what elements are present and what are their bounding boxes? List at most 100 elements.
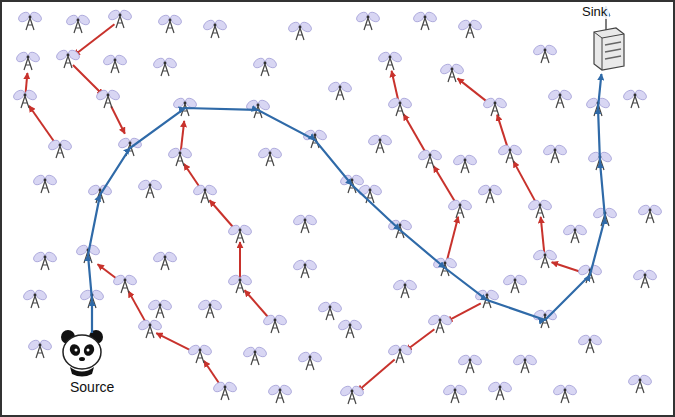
sensor-node [287,20,313,40]
panda-pupil [75,349,78,352]
sensor-tip [239,229,242,232]
sensor-mast [311,136,319,148]
sensor-node [637,203,663,223]
sink-node: Sink [578,4,632,74]
sensor-node [627,373,653,393]
sensor-mast [601,214,609,226]
sensor-mast [631,96,639,108]
sensor-node [474,288,500,308]
decoy-arrow [245,290,271,319]
sensor-node [339,384,365,404]
sensor-node [242,345,268,365]
sensor-mast [56,146,64,158]
sensor-mast [146,186,154,198]
sensor-tip [264,62,267,65]
sensor-tip [444,262,447,265]
sensor-node [357,183,383,203]
sensor-tip [24,94,27,97]
sensor-mast [236,231,244,243]
sensor-mast [491,104,499,116]
sensor-node [12,88,38,108]
decoy-arrow [446,303,481,321]
sensor-mast [348,392,356,404]
panda-nose [79,357,85,361]
sensor-tip [379,139,382,142]
sensor-node [65,13,91,33]
sensor-node [297,350,323,370]
sensor-mast [483,296,491,308]
sensor-tip [499,386,502,389]
sensor-mast [156,306,164,318]
sensor-node [452,153,478,173]
sensor-mast [31,296,39,308]
sensor-mast [521,361,529,373]
sensor-tip [589,339,592,342]
sensor-node [432,256,458,276]
decoy-arrow [457,78,489,103]
sensor-tip [119,14,122,17]
sensor-tip [309,356,312,359]
sensor-tip [99,189,102,192]
sensor-node [502,273,528,293]
decoy-arrow [210,200,236,229]
sensor-tip [544,314,547,317]
sensor-tip [639,379,642,382]
sensor-tip [314,134,317,137]
sensor-mast [594,104,602,116]
decoy-arrow [239,242,241,278]
sensor-mast [176,154,184,166]
sensor-node [457,353,483,373]
server-edge [594,32,624,70]
sensor-mast [206,306,214,318]
panda-face [63,335,101,369]
sensor-tip [439,319,442,322]
sensor-mast [26,18,34,30]
sensor-mast [306,358,314,370]
sensor-tip [574,229,577,232]
node-label: Sink [580,5,609,19]
sensor-mast [551,151,559,163]
sensor-node [197,298,223,318]
decoy-arrow [156,333,193,352]
server-case [594,28,624,70]
sensor-nodes [12,8,663,404]
sensor-mast [96,191,104,203]
sensor-tip [544,49,547,52]
decoy-arrow [128,291,146,324]
node-label: Source [68,380,116,395]
sensor-tip [509,149,512,152]
sensor-mast [401,286,409,298]
sensor-tip [274,319,277,322]
sensor-mast [161,258,169,270]
sensor-tip [454,389,457,392]
sensor-mast [376,141,384,153]
sensor-tip [399,224,402,227]
sensor-mast [541,51,549,63]
sensor-node [157,13,183,33]
sensor-mast [301,221,309,233]
sensor-mast [386,58,394,70]
sensor-mast [636,381,644,393]
sensor-tip [389,56,392,59]
sensor-mast [266,154,274,166]
sensor-mast [211,26,219,38]
sensor-mast [541,256,549,268]
sensor-tip [204,189,207,192]
panda-eye [68,342,82,357]
server-slot [605,49,621,52]
sensor-mast [161,64,169,76]
sensor-tip [544,254,547,257]
sensor-mast [366,191,374,203]
sensor-tip [351,390,354,393]
sensor-mast [271,321,279,333]
sensor-node [447,198,473,218]
sensor-node [417,148,443,168]
sensor-tip [349,324,352,327]
sensor-node [497,143,523,163]
sensor-mast [126,144,134,156]
sensor-node [392,278,418,298]
sensor-tip [404,284,407,287]
sensor-tip [329,306,332,309]
